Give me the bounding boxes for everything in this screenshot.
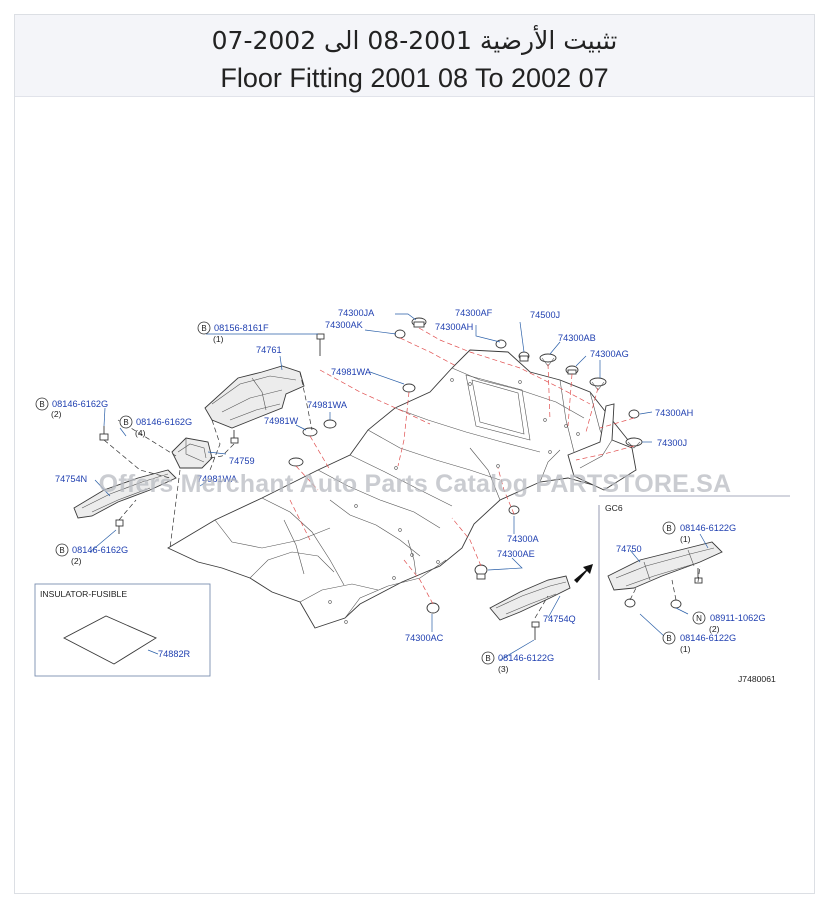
bolt-qty: (3) bbox=[498, 664, 509, 674]
bolt-qty: (1) bbox=[680, 644, 691, 654]
bolt-part: 08146-6162G bbox=[136, 417, 192, 427]
part-74754n-strip bbox=[73, 469, 177, 519]
bolt-qty: (1) bbox=[213, 334, 224, 344]
bolt-callout-08156-8161f: B 08156-8161F (1) bbox=[197, 321, 269, 344]
label-74750: 74750 bbox=[616, 544, 642, 554]
part-74754q-strip bbox=[489, 575, 571, 621]
bolt-part: 08146-6122G bbox=[680, 523, 736, 533]
bolt-callouts: B 08156-8161F (1) B 08146-6162G (2) B 08… bbox=[35, 321, 766, 674]
label-74882r: 74882R bbox=[158, 649, 191, 659]
bolt-callout-08146-6162g-a: B 08146-6162G (2) bbox=[35, 397, 108, 419]
nut-qty: (2) bbox=[709, 624, 720, 634]
diagram-frame: تثبيت الأرضية 2001-08 الى 2002-07 Floor … bbox=[14, 14, 815, 894]
part-labels: 74300JA 74300AF 74500J 74300AK 74300AH 7… bbox=[40, 308, 776, 684]
bolt-badge: B bbox=[666, 634, 671, 643]
part-74750-detail bbox=[607, 541, 723, 591]
nut-badge: N bbox=[696, 614, 702, 623]
bolt-qty: (4) bbox=[135, 428, 146, 438]
label-74300ab: 74300AB bbox=[558, 333, 596, 343]
fasteners bbox=[99, 317, 703, 640]
label-74300a: 74300A bbox=[507, 534, 540, 544]
label-74754q: 74754Q bbox=[543, 614, 576, 624]
bolt-badge: B bbox=[201, 324, 206, 333]
bolt-badge: B bbox=[485, 654, 490, 663]
label-74761: 74761 bbox=[256, 345, 282, 355]
callout-tag: GC6 bbox=[605, 503, 623, 513]
label-74300ja: 74300JA bbox=[338, 308, 375, 318]
bolt-qty: (2) bbox=[51, 409, 62, 419]
part-74761-cover bbox=[204, 365, 305, 429]
nut-part: 08911-1062G bbox=[710, 613, 766, 623]
bolt-qty: (1) bbox=[680, 534, 691, 544]
label-74754n: 74754N bbox=[55, 474, 87, 484]
watermark: Offers Merchant Auto Parts Catalog PARTS… bbox=[98, 470, 732, 498]
label-74981wa-1: 74981WA bbox=[331, 367, 372, 377]
bolt-part: 08146-6162G bbox=[52, 399, 108, 409]
bolt-badge: B bbox=[123, 418, 128, 427]
bolt-callout-08146-6122g-b: B 08146-6122G (1) bbox=[662, 521, 736, 544]
label-74981wa-3: 74981WA bbox=[197, 474, 238, 484]
bolt-part: 08146-6162G bbox=[72, 545, 128, 555]
label-74981wa-2: 74981WA bbox=[307, 400, 348, 410]
tunnel-side-panel bbox=[567, 403, 637, 491]
diagram-code: J7480061 bbox=[738, 674, 776, 684]
bolt-badge: B bbox=[39, 400, 44, 409]
bolt-part: 08146-6122G bbox=[498, 653, 554, 663]
bolt-callout-08146-6162g-c: B 08146-6162G (2) bbox=[55, 543, 128, 566]
bolt-callout-08146-6122g-a: B 08146-6122G (3) bbox=[481, 651, 554, 674]
bolt-qty: (2) bbox=[71, 556, 82, 566]
floor-panel bbox=[167, 349, 633, 629]
view-arrow-icon bbox=[574, 564, 593, 583]
title-arabic: تثبيت الأرضية 2001-08 الى 2002-07 bbox=[211, 26, 618, 55]
bolt-callout-08146-6122g-c: B 08146-6122G (1) bbox=[662, 631, 736, 654]
leader-lines bbox=[89, 313, 709, 661]
nut-callout-08911-1062g: N 08911-1062G (2) bbox=[692, 611, 766, 634]
header-bar: تثبيت الأرضية 2001-08 الى 2002-07 Floor … bbox=[15, 15, 814, 97]
label-74500j: 74500J bbox=[530, 310, 560, 320]
insulator-pad bbox=[63, 615, 157, 665]
label-74759: 74759 bbox=[229, 456, 255, 466]
label-74300ak: 74300AK bbox=[325, 320, 364, 330]
label-74300ac: 74300AC bbox=[405, 633, 444, 643]
label-74300ae: 74300AE bbox=[497, 549, 535, 559]
inset-title: INSULATOR-FUSIBLE bbox=[40, 589, 127, 599]
bolt-part: 08146-6122G bbox=[680, 633, 736, 643]
bolt-badge: B bbox=[59, 546, 64, 555]
label-74300ag: 74300AG bbox=[590, 349, 629, 359]
label-74300ah-top: 74300AH bbox=[435, 322, 473, 332]
bolt-part: 08156-8161F bbox=[214, 323, 269, 333]
bolt-callout-08146-6162g-b: B 08146-6162G (4) bbox=[119, 415, 192, 438]
label-74981w: 74981W bbox=[264, 416, 299, 426]
label-74300ah-right: 74300AH bbox=[655, 408, 693, 418]
label-74300af: 74300AF bbox=[455, 308, 493, 318]
insulator-inset bbox=[34, 583, 211, 677]
title-english: Floor Fitting 2001 08 To 2002 07 bbox=[220, 63, 609, 93]
label-74300j: 74300J bbox=[657, 438, 687, 448]
placement-lines bbox=[103, 327, 701, 619]
part-74759-bracket bbox=[171, 437, 213, 469]
bolt-badge: B bbox=[666, 524, 671, 533]
